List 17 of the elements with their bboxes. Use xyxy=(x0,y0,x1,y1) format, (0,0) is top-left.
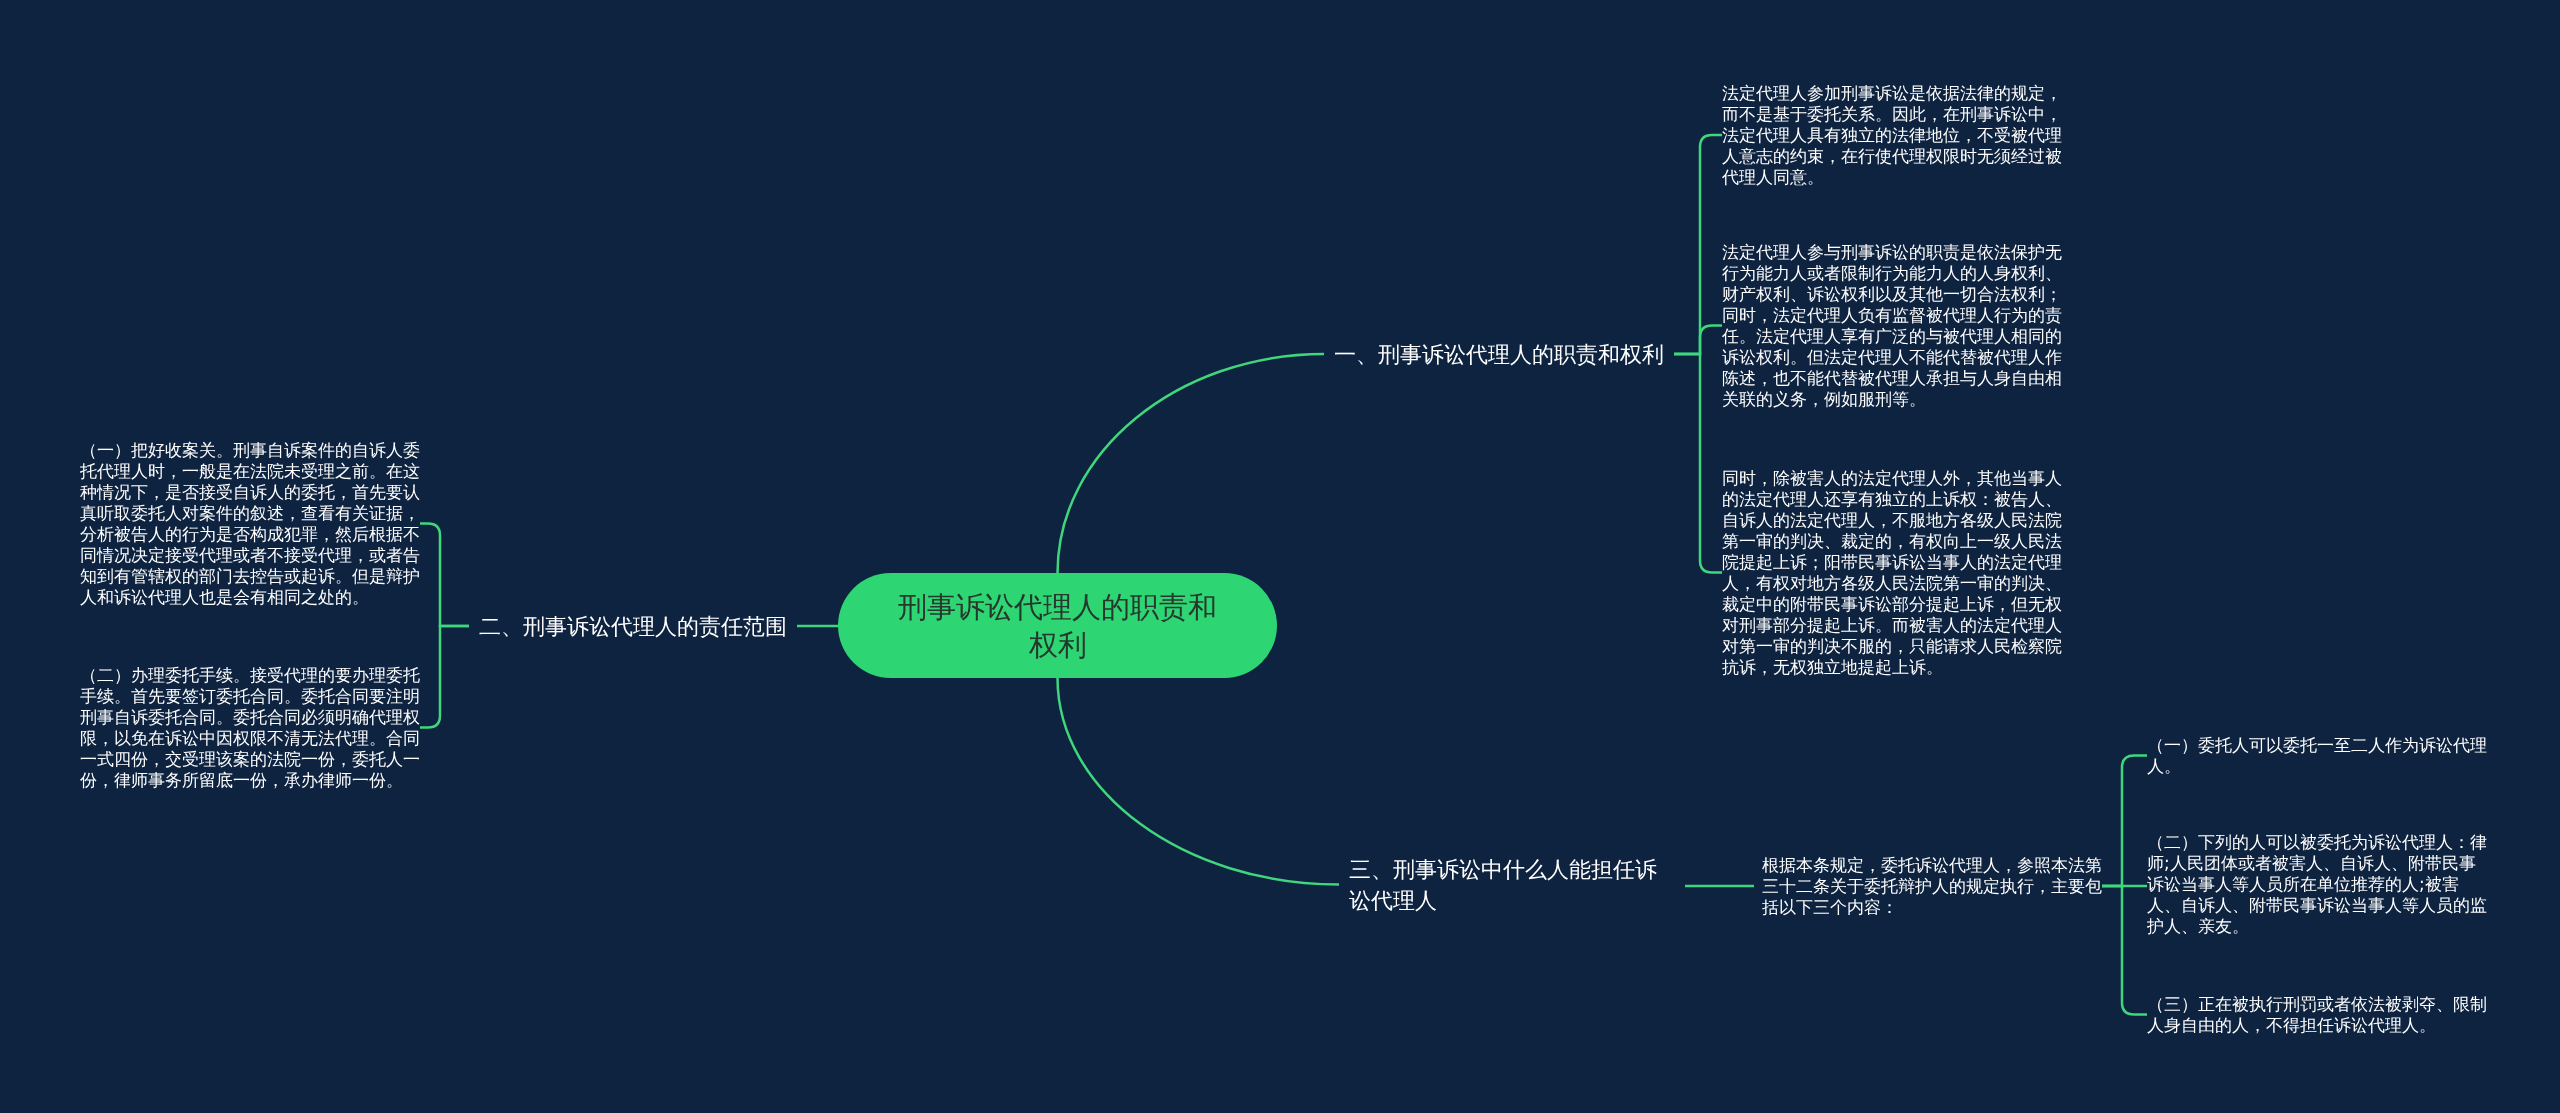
note-text: （三）正在被执行刑罚或者依法被剥夺、限制人身自由的人，不得担任诉讼代理人。 xyxy=(2147,993,2487,1036)
note-text: （一）把好收案关。刑事自诉案件的自诉人委托代理人时，一般是在法院未受理之前。在这种情况下，是否接受自诉人的委托，首先要认真听取委托人对案件的叙述，查看有关证据，分析被告人的行为是否构成犯罪，然后根据不同情况决定接受代理或者不接受代理，或者告知到有管辖权的部门去控告或起诉。但是辩护人和诉讼代理人也是会有相同之处的。 xyxy=(80,439,420,608)
note-text: 根据本条规定，委托诉讼代理人，参照本法第三十二条关于委托辩护人的规定执行，主要包括以下三个内容： xyxy=(1754,854,2102,918)
connector-line xyxy=(1685,884,1754,888)
branch-topic: 三、刑事诉讼中什么人能担任诉讼代理人 xyxy=(1339,853,1685,916)
connector-line xyxy=(1056,352,1325,574)
note-text: （二）办理委托手续。接受代理的要办理委托手续。首先要签订委托合同。委托合同要注明刑事自诉委托合同。委托合同必须明确代理权限，以免在诉讼中因权限不清无法代理。合同一式四份，交受理该案的法院一份，委托人一份，律师事务所留底一份，承办律师一份。 xyxy=(80,664,420,791)
note-text: 同时，除被害人的法定代理人外，其他当事人的法定代理人还享有独立的上诉权：被告人、自诉人的法定代理人，不服地方各级人民法院第一审的判决、裁定的，有权向上一级人民法院提起上诉；阳带民事诉讼当事人的法定代理人，有权对地方各级人民法院第一审的判决、裁定中的附带民事诉讼部分提起上诉，但无权对刑事部分提起上诉。而被害人的法定代理人对第一审的判决不服的，只能请求人民检察院抗诉，无权独立地提起上诉。 xyxy=(1722,467,2062,678)
connector-line xyxy=(1056,677,1340,886)
note-text: 法定代理人参与刑事诉讼的职责是依法保护无行为能力人或者限制行为能力人的人身权利、财产权利、诉讼权利以及其他一切合法权利；同时，法定代理人负有监督被代理人行为的责任。法定代理人享有广泛的与被代理人相同的诉讼权利。但法定代理人不能代替被代理人作陈述，也不能代替被代理人承担与人身自由相关联的义务，例如服刑等。 xyxy=(1722,241,2062,410)
branch-topic: 一、刑事诉讼代理人的职责和权利 xyxy=(1324,338,1674,370)
central-topic: 刑事诉讼代理人的职责和权利 xyxy=(838,573,1277,678)
note-text: （一）委托人可以委托一至二人作为诉讼代理人。 xyxy=(2147,734,2487,777)
connector-line xyxy=(797,624,838,628)
note-text: （二）下列的人可以被委托为诉讼代理人：律师;人民团体或者被害人、自诉人、附带民事诉讼当事人等人员所在单位推荐的人;被害人、自诉人、附带民事诉讼当事人等人员的监护人、亲友。 xyxy=(2147,832,2487,937)
branch-topic: 二、刑事诉讼代理人的责任范围 xyxy=(469,610,797,642)
note-text: 法定代理人参加刑事诉讼是依据法律的规定，而不是基于委托关系。因此，在刑事诉讼中，法定代理人具有独立的法律地位，不受被代理人意志的约束，在行使代理权限时无须经过被代理人同意。 xyxy=(1722,82,2062,188)
